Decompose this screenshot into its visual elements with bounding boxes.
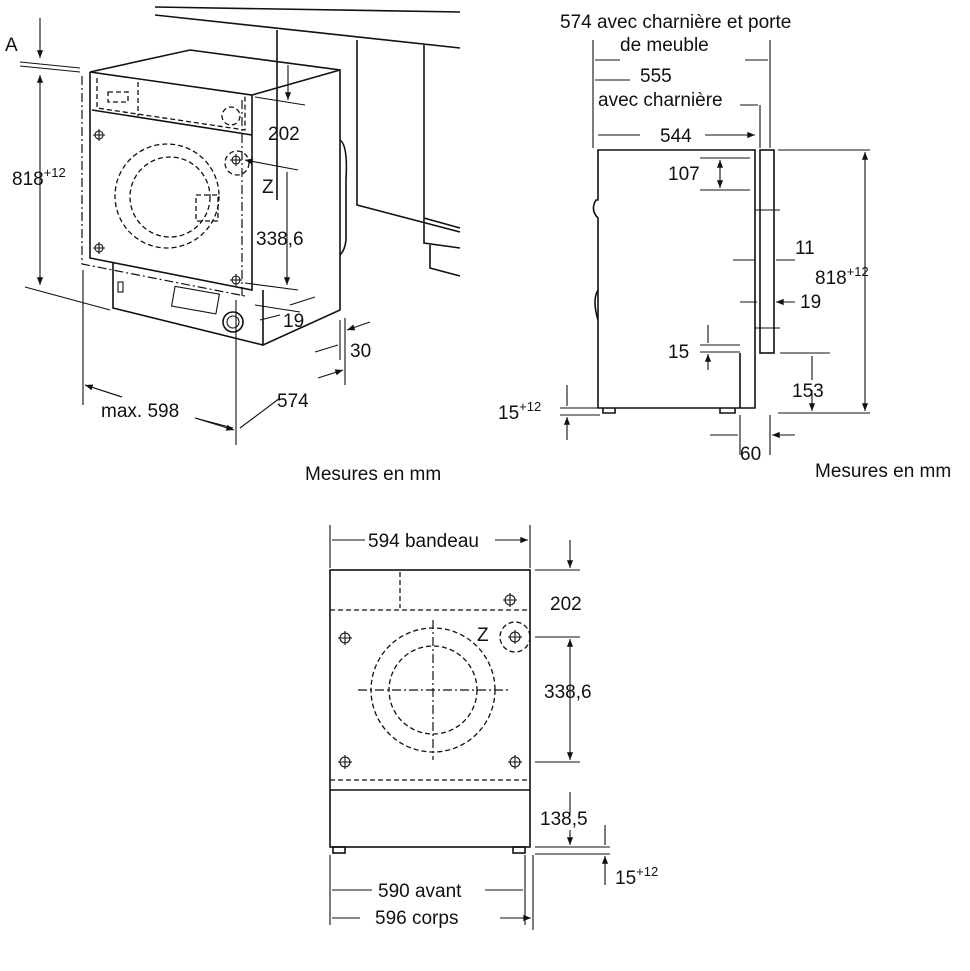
depth-hinge-door-label: 574 avec charnière et porte bbox=[560, 12, 791, 33]
depth-hinge-label: 555 bbox=[640, 66, 672, 87]
front-width-label: 590 avant bbox=[378, 881, 462, 902]
caption-left: Mesures en mm bbox=[305, 464, 441, 485]
depth-label: 574 bbox=[277, 391, 309, 412]
front-panel-height-label: 202 bbox=[550, 594, 582, 615]
dim-19-side-label: 19 bbox=[800, 292, 821, 313]
panel-height-label: 202 bbox=[268, 124, 300, 145]
caption-right: Mesures en mm bbox=[815, 461, 951, 482]
hinge-distance-label: 338,6 bbox=[256, 229, 304, 250]
dim-60-label: 60 bbox=[740, 444, 761, 465]
depth-hinge-door-label-2: de meuble bbox=[620, 35, 709, 56]
front-foot-tolerance: +12 bbox=[636, 864, 658, 879]
panel-width-label: 594 bandeau bbox=[368, 531, 479, 552]
side-height-value: 818 bbox=[815, 268, 847, 289]
perspective-view: A 818+12 202 Z 338,6 19 30 574 max. 598 … bbox=[5, 6, 461, 485]
depth-hinge-label-2: avec charnière bbox=[598, 90, 723, 111]
dim-30-label: 30 bbox=[350, 341, 371, 362]
dim-153-label: 153 bbox=[792, 381, 824, 402]
height-value: 818 bbox=[12, 169, 44, 190]
height-label: 818+12 bbox=[12, 165, 66, 190]
side-height-tolerance: +12 bbox=[847, 264, 869, 279]
z-label: Z bbox=[262, 177, 274, 198]
dim-11-label: 11 bbox=[795, 238, 815, 259]
dim-19-label: 19 bbox=[283, 311, 304, 332]
max-width-label: max. 598 bbox=[101, 401, 179, 422]
front-z-label: Z bbox=[477, 625, 489, 646]
body-width-label: 596 corps bbox=[375, 908, 458, 929]
front-view: 594 bandeau 202 Z 338,6 138,5 15+12 590 … bbox=[329, 525, 658, 930]
body-depth-label: 544 bbox=[660, 126, 692, 147]
front-hinge-distance-label: 338,6 bbox=[544, 682, 592, 703]
height-tolerance: +12 bbox=[44, 165, 66, 180]
side-height-label: 818+12 bbox=[815, 264, 869, 289]
front-foot-label: 15+12 bbox=[615, 864, 658, 889]
dim-107-label: 107 bbox=[668, 164, 700, 185]
dim-15-label: 15 bbox=[668, 342, 689, 363]
label-a: A bbox=[5, 35, 18, 56]
plinth-label: 138,5 bbox=[540, 809, 588, 830]
side-view: 574 avec charnière et porte de meuble 55… bbox=[498, 12, 951, 482]
foot-value: 15 bbox=[498, 403, 519, 424]
foot-label: 15+12 bbox=[498, 399, 541, 424]
foot-tolerance: +12 bbox=[519, 399, 541, 414]
front-foot-value: 15 bbox=[615, 868, 636, 889]
